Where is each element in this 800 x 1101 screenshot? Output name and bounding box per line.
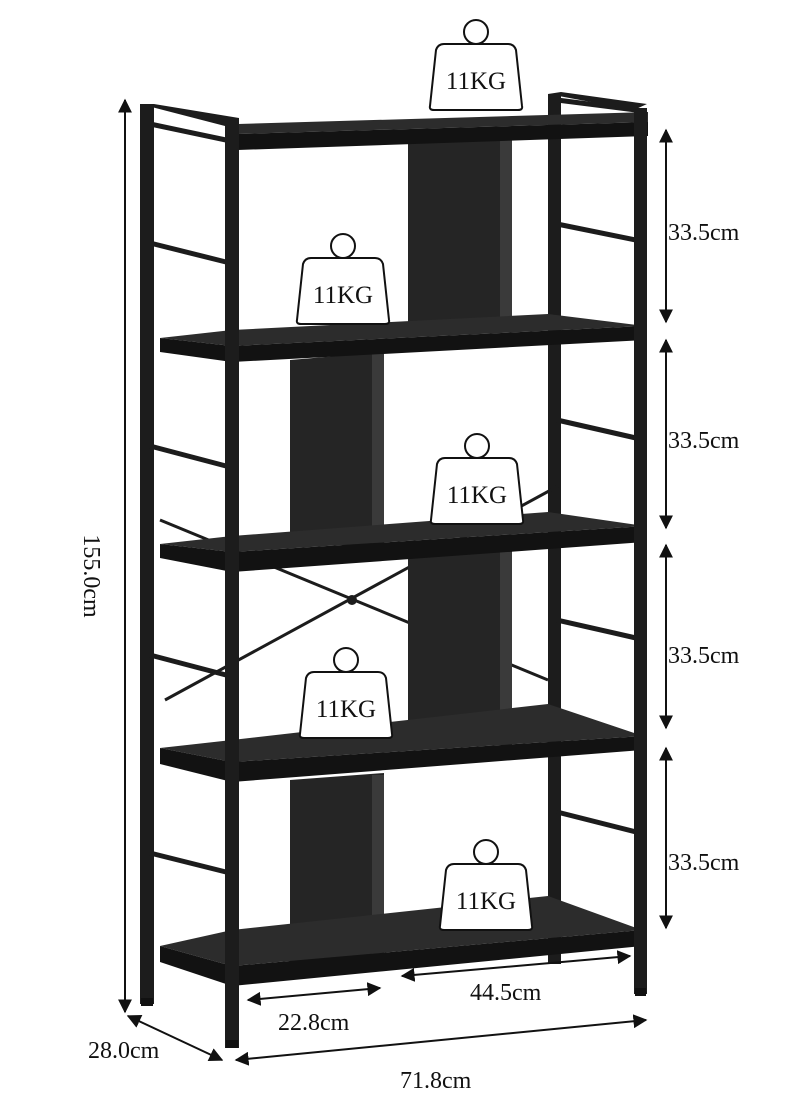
right-side-rails xyxy=(556,97,637,835)
shelf-spacing-label-3: 33.5cm xyxy=(668,643,740,669)
weight-label: 11KG xyxy=(446,68,506,95)
shelf-spacing-label-2: 33.5cm xyxy=(668,428,740,454)
left-side-rails xyxy=(149,121,227,875)
front-right-post xyxy=(634,108,647,994)
feet xyxy=(141,988,646,1048)
shelf-board-4 xyxy=(160,704,643,762)
dimension-lines xyxy=(118,98,673,1066)
shelf-spacing-label-4: 33.5cm xyxy=(668,850,740,876)
divider-panel-2 xyxy=(290,352,384,545)
back-left-post xyxy=(140,104,154,1004)
weight-ring-icon xyxy=(330,233,356,259)
weight-label: 11KG xyxy=(313,282,373,309)
divider-panel-4 xyxy=(290,773,384,962)
shelf-spacing-label-1: 33.5cm xyxy=(668,220,740,246)
weight-body-icon xyxy=(428,43,524,111)
brace-joint xyxy=(347,595,357,605)
weight-badges: 11KG 11KG 11KG 11KG 11KG xyxy=(295,19,534,931)
depth-dimension-line xyxy=(126,1015,224,1061)
right-compartment-line xyxy=(400,950,632,982)
weight-label: 11KG xyxy=(447,482,507,509)
weight-label: 11KG xyxy=(316,696,376,723)
weight-label: 11KG xyxy=(456,888,516,915)
left-compartment-label: 22.8cm xyxy=(278,1010,350,1036)
divider-panel-1 xyxy=(408,136,512,332)
weight-body-icon xyxy=(438,863,534,931)
weight-icon: 11KG xyxy=(429,433,525,525)
weight-ring-icon xyxy=(333,647,359,673)
shelf-board-2 xyxy=(160,314,645,346)
right-compartment-label: 44.5cm xyxy=(470,980,542,1006)
shelf-boards xyxy=(160,112,648,986)
depth-label: 28.0cm xyxy=(88,1038,160,1064)
front-left-post xyxy=(225,118,239,1048)
weight-body-icon xyxy=(298,671,394,739)
weight-icon: 11KG xyxy=(438,839,534,931)
bookshelf xyxy=(140,92,648,1048)
weight-body-icon xyxy=(429,457,525,525)
weight-icon: 11KG xyxy=(428,19,524,111)
weight-body-icon xyxy=(295,257,391,325)
divider-panel-3 xyxy=(408,550,512,745)
weight-ring-icon xyxy=(473,839,499,865)
divider-panels xyxy=(290,136,512,962)
left-compartment-line xyxy=(246,982,382,1006)
shelf-top-board xyxy=(238,112,648,134)
width-dimension-line xyxy=(234,1014,648,1066)
weight-ring-icon xyxy=(464,433,490,459)
weight-icon: 11KG xyxy=(298,647,394,739)
weight-ring-icon xyxy=(463,19,489,45)
top-frame-rails xyxy=(140,92,647,126)
total-width-label: 71.8cm xyxy=(400,1068,472,1094)
total-height-label: 155.0cm xyxy=(78,534,104,618)
weight-icon: 11KG xyxy=(295,233,391,325)
